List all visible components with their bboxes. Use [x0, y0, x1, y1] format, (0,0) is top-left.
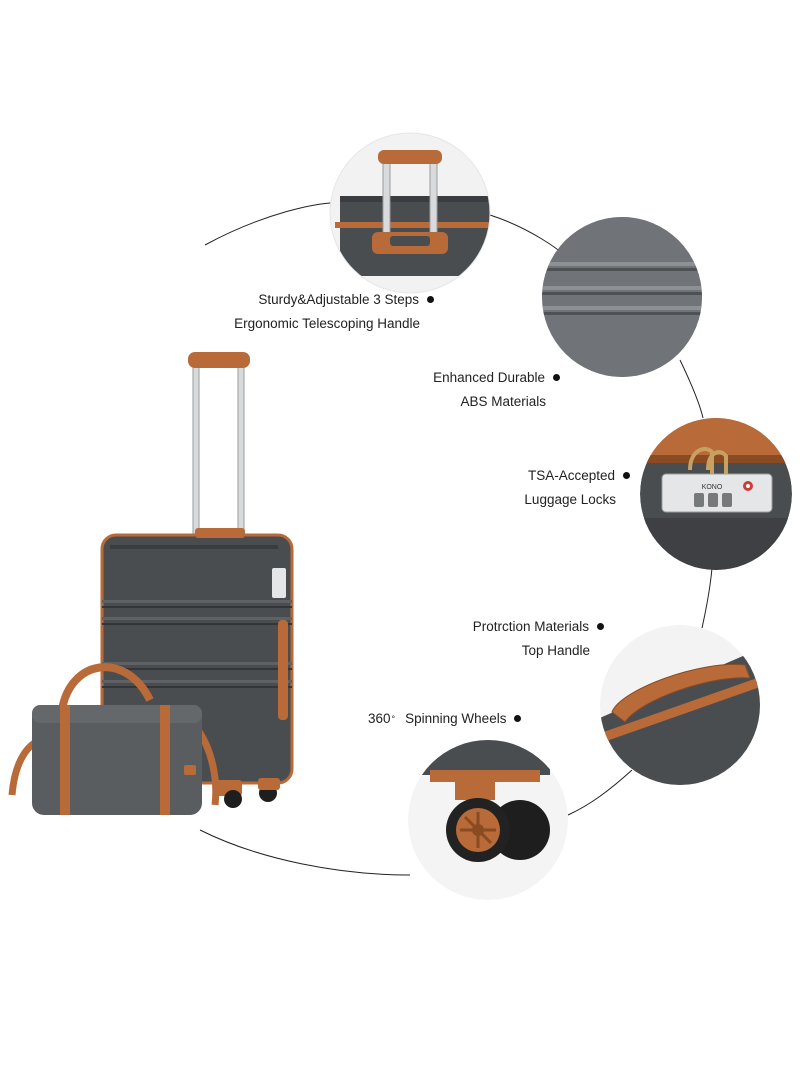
feature-lock: TSA-Accepted Luggage Locks — [470, 464, 630, 512]
feature-material-line-2: ABS Materials — [460, 394, 546, 409]
bullet-dot-icon — [623, 471, 630, 479]
feature-material: Enhanced Durable ABS Materials — [380, 366, 560, 414]
bullet-dot-icon — [597, 622, 604, 630]
connecting-arc — [199, 829, 411, 876]
material-detail-circle — [542, 217, 702, 377]
feature-handle-line-1: Sturdy&Adjustable 3 Steps — [258, 292, 419, 307]
feature-top-handle-line-1: Protrction Materials — [472, 619, 589, 634]
degree-symbol: ° — [391, 714, 396, 724]
bullet-dot-icon — [553, 373, 560, 381]
lock-brand-label: KONO — [702, 484, 723, 491]
feature-lock-line-2: Luggage Locks — [524, 492, 616, 507]
handle-detail-circle — [330, 133, 490, 293]
feature-top-handle: Protrction Materials Top Handle — [420, 615, 604, 663]
feature-top-handle-line-2: Top Handle — [521, 643, 590, 658]
feature-wheels-line-1: Spinning Wheels — [405, 711, 507, 726]
bullet-dot-icon — [427, 295, 434, 303]
connecting-arc — [567, 769, 633, 816]
wheels-detail-circle — [408, 740, 568, 900]
feature-handle-line-2: Ergonomic Telescoping Handle — [234, 316, 420, 331]
connecting-arc — [701, 567, 713, 629]
top-handle-detail-circle — [600, 625, 760, 785]
bullet-dot-icon — [514, 714, 522, 722]
feature-wheels: 360° Spinning Wheels — [368, 707, 522, 731]
duffel-bag-illustration — [8, 663, 220, 815]
feature-material-line-1: Enhanced Durable — [433, 370, 545, 385]
connecting-arc — [679, 359, 704, 419]
lock-detail-circle: KONO — [640, 418, 792, 570]
feature-wheels-degrees: 360 — [368, 711, 391, 726]
feature-lock-line-1: TSA-Accepted — [527, 468, 615, 483]
connecting-arc — [204, 202, 346, 246]
feature-handle: Sturdy&Adjustable 3 Steps Ergonomic Tele… — [170, 288, 434, 336]
